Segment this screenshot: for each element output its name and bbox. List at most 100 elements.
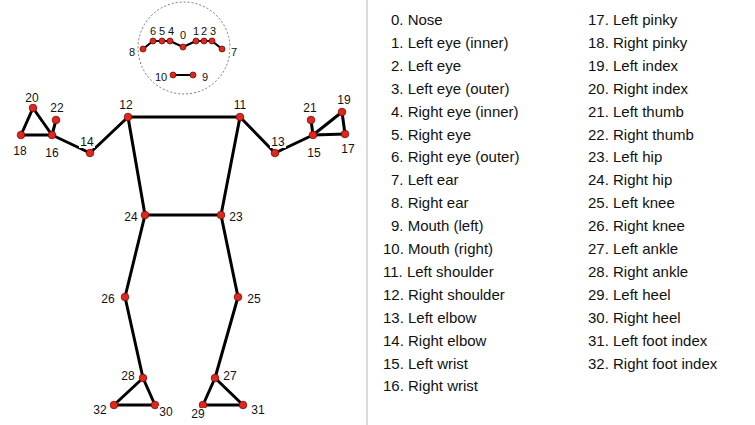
landmark-list-item: 15. Left wrist [383,355,468,373]
bone-line [313,134,345,135]
callout-number: 3 [209,21,217,39]
bone-line [215,378,243,405]
landmark-dot [170,72,176,78]
list-text: 11. Left shoulder [383,263,494,280]
bone-line [125,215,145,297]
landmark-dot [180,44,186,50]
landmark-list-item: 14. Right elbow [383,332,486,350]
callout-text: 24 [123,211,138,223]
callout-text: 0 [179,30,187,41]
landmark-dot [48,131,56,139]
landmark-list-item: 19. Left index [588,57,678,75]
list-text: 17. Left pinky [588,11,677,28]
callout-text: 16 [44,147,59,159]
list-text: 18. Right pinky [588,34,687,51]
callout-text: 25 [246,293,261,305]
callout-number: 8 [128,42,136,60]
callout-number: 32 [92,400,107,418]
list-text: 23. Left hip [588,148,662,165]
callout-number: 28 [120,366,135,384]
landmark-dot [17,131,25,139]
bone-line [145,214,221,217]
list-text: 1. Left eye (inner) [391,34,509,51]
callout-text: 19 [336,94,351,106]
landmark-list-item: 5. Right eye [391,126,471,144]
landmark-dot [211,374,219,382]
bone-line [114,404,155,407]
landmark-list-item: 31. Left foot index [588,332,707,350]
landmark-dot [121,293,129,301]
list-text: 32. Right foot index [588,355,717,372]
landmark-list-item: 2. Left eye [391,57,461,75]
landmark-dot [190,72,196,78]
list-text: 27. Left ankle [588,240,678,257]
landmark-list-item: 4. Right eye (inner) [391,103,519,121]
callout-text: 8 [128,47,136,58]
callout-number: 2 [200,21,208,39]
landmark-list-item: 20. Right index [588,80,688,98]
landmark-list-item: 30. Right heel [588,309,681,327]
landmark-list-item: 32. Right foot index [588,355,717,373]
callout-number: 24 [123,207,138,225]
callout-text: 1 [192,26,200,37]
callout-number: 19 [336,90,351,108]
landmark-dot [234,293,242,301]
landmark-list-item: 3. Left eye (outer) [391,80,509,98]
landmark-dot [193,38,199,44]
list-text: 30. Right heel [588,309,681,326]
callout-number: 10 [154,67,168,85]
callout-text: 5 [158,26,166,37]
landmark-list-item: 26. Right knee [588,217,685,235]
list-text: 6. Right eye (outer) [391,148,519,165]
callout-text: 10 [154,72,168,83]
callout-text: 18 [12,145,27,157]
callout-text: 29 [190,408,205,420]
landmark-dot [201,38,207,44]
landmark-list-item: 29. Left heel [588,286,671,304]
landmark-dot [167,38,173,44]
list-text: 10. Mouth (right) [383,240,493,257]
callout-number: 22 [49,98,64,116]
callout-number: 17 [340,139,355,157]
callout-number: 4 [167,21,175,39]
landmark-list-item: 11. Left shoulder [383,263,494,281]
landmark-dot [140,46,146,52]
list-text: 7. Left ear [391,171,459,188]
list-text: 5. Right eye [391,126,471,143]
callout-number: 27 [222,366,237,384]
landmark-list-item: 10. Mouth (right) [383,240,493,258]
landmark-dot [150,38,156,44]
landmark-list-item: 23. Left hip [588,148,662,166]
landmark-list-item: 13. Left elbow [383,309,476,327]
list-text: 8. Right ear [391,194,469,211]
callout-number: 30 [158,402,173,420]
list-text: 14. Right elbow [383,332,486,349]
list-text: 12. Right shoulder [383,286,505,303]
callout-text: 2 [200,26,208,37]
callout-number: 31 [250,400,265,418]
landmark-dot [124,113,132,121]
landmark-dot [309,131,317,139]
landmark-dot [86,149,94,157]
callout-number: 13 [270,132,285,150]
bone-line [221,215,238,297]
landmark-list-item: 6. Right eye (outer) [391,148,519,166]
callout-text: 20 [24,92,39,104]
list-text: 15. Left wrist [383,355,468,372]
bone-line [215,297,238,378]
landmark-list-item: 24. Right hip [588,171,672,189]
divider-line [367,0,368,425]
list-text: 9. Mouth (left) [391,217,484,234]
landmark-list-item: 28. Right ankle [588,263,688,281]
list-text: 31. Left foot index [588,332,707,349]
landmark-list-item: 18. Right pinky [588,34,687,52]
callout-number: 25 [246,289,261,307]
list-text: 20. Right index [588,80,688,97]
callout-number: 1 [192,21,200,39]
landmark-list-item: 9. Mouth (left) [391,217,484,235]
bone-line [313,112,342,135]
landmark-list-item: 17. Left pinky [588,11,677,29]
bone-line [21,134,52,137]
landmark-dot [307,116,315,124]
